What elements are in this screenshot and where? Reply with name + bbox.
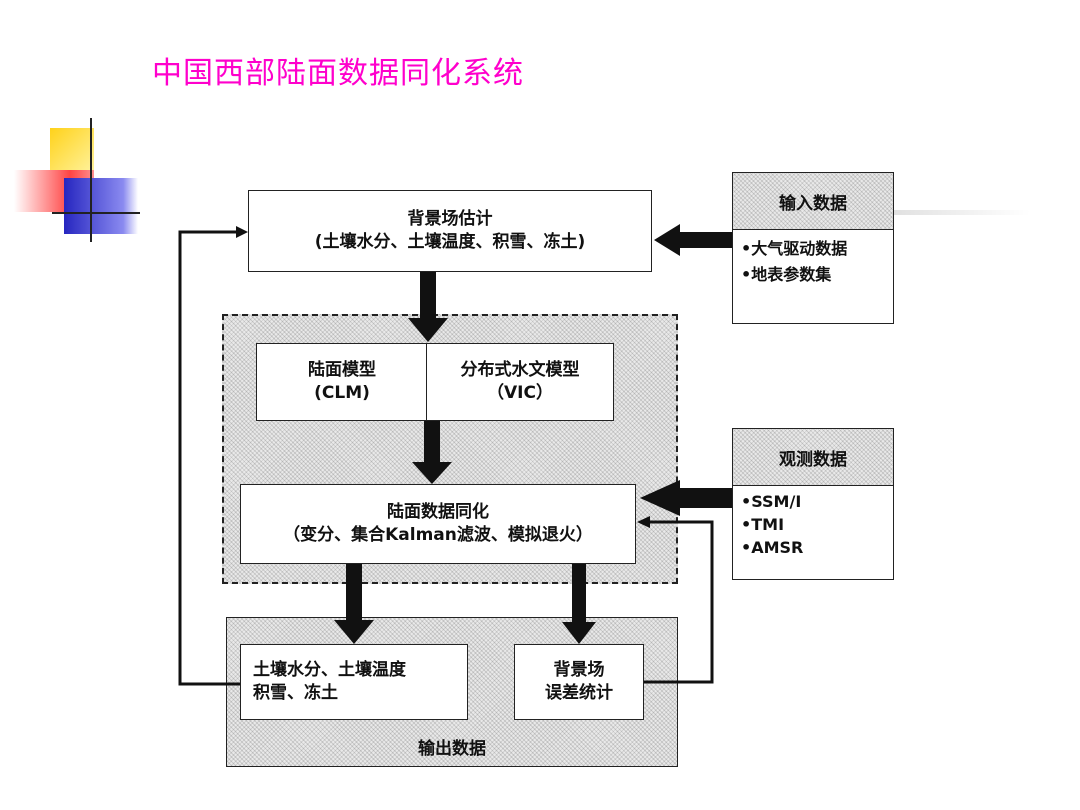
input-data-item: •地表参数集 xyxy=(741,264,832,284)
arrow-feedback-state xyxy=(178,230,240,686)
arrow-observation-to-assimilation xyxy=(640,480,732,516)
decorative-line-horizontal xyxy=(52,212,140,214)
arrow-feedback-error xyxy=(644,520,714,684)
hydro-model-title: 分布式水文模型 xyxy=(460,360,580,381)
background-estimate-title: 背景场估计 xyxy=(407,209,493,230)
arrow-assimilation-to-state xyxy=(334,564,374,644)
arrow-feedback-error-head xyxy=(637,516,650,528)
hydro-model-abbr: （VIC） xyxy=(487,383,553,403)
output-state-box: 土壤水分、土壤温度 积雪、冻土 xyxy=(240,644,468,720)
decorative-line-vertical xyxy=(90,118,92,242)
output-error-line2: 误差统计 xyxy=(545,683,613,703)
observation-data-item: •TMI xyxy=(741,515,785,535)
decorative-square-blue xyxy=(64,178,138,234)
arrow-assimilation-to-error xyxy=(562,564,596,644)
output-state-line2: 积雪、冻土 xyxy=(253,683,338,703)
input-data-item: •大气驱动数据 xyxy=(741,239,848,258)
input-data-header: 输入数据 xyxy=(732,172,894,230)
assimilation-title: 陆面数据同化 xyxy=(387,502,489,523)
decorative-fade-line xyxy=(890,210,1030,215)
output-error-line1: 背景场 xyxy=(553,660,605,681)
input-data-header-label: 输入数据 xyxy=(779,193,847,214)
land-model-title: 陆面模型 xyxy=(308,360,376,381)
output-state-line1: 土壤水分、土壤温度 xyxy=(253,660,406,681)
hydro-model-box: 分布式水文模型 （VIC） xyxy=(426,343,614,421)
output-panel-label: 输出数据 xyxy=(418,739,486,759)
arrow-models-to-assimilation xyxy=(412,421,452,484)
arrow-background-to-models xyxy=(408,272,448,342)
background-estimate-detail: (土壤水分、土壤温度、积雪、冻土) xyxy=(314,232,586,252)
observation-data-item: •SSM/I xyxy=(741,492,802,511)
background-estimate-box: 背景场估计 (土壤水分、土壤温度、积雪、冻土) xyxy=(248,190,652,272)
observation-data-list: •SSM/I •TMI •AMSR xyxy=(732,486,894,580)
assimilation-methods: （变分、集合Kalman滤波、模拟退火） xyxy=(283,525,593,545)
arrow-feedback-state-head xyxy=(236,226,248,238)
land-model-abbr: (CLM) xyxy=(314,383,370,403)
input-data-list: •大气驱动数据 •地表参数集 xyxy=(732,230,894,324)
output-error-box: 背景场 误差统计 xyxy=(514,644,644,720)
arrow-input-to-background xyxy=(654,224,732,256)
page-title: 中国西部陆面数据同化系统 xyxy=(152,56,524,91)
observation-data-header-label: 观测数据 xyxy=(779,449,847,470)
assimilation-box: 陆面数据同化 （变分、集合Kalman滤波、模拟退火） xyxy=(240,484,636,564)
land-model-box: 陆面模型 (CLM) xyxy=(256,343,428,421)
observation-data-header: 观测数据 xyxy=(732,428,894,486)
decorative-square-yellow xyxy=(50,128,94,174)
observation-data-item: •AMSR xyxy=(741,538,804,558)
